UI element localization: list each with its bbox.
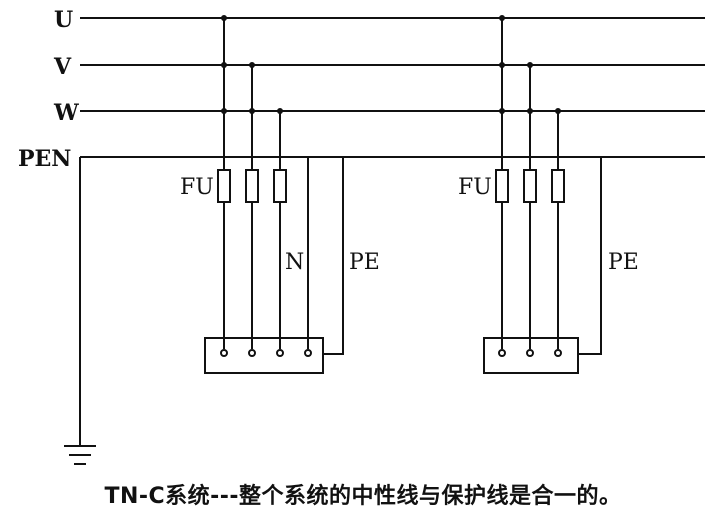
bus-label-v: V — [53, 54, 72, 80]
pe-label-1: PE — [349, 250, 380, 275]
diagram-caption: TN-C系统---整个系统的中性线与保护线是合一的。 — [104, 484, 622, 509]
bus-label-u: U — [54, 7, 73, 33]
fuse-label-2: FU — [458, 175, 492, 200]
neutral-label-1: N — [285, 250, 304, 275]
bus-label-w: W — [53, 100, 79, 126]
load-2-circuit — [483, 18, 602, 374]
fuse-v-1 — [245, 169, 259, 203]
equipment-box-1 — [204, 337, 324, 374]
pe-wire-2 — [578, 157, 602, 355]
pe-wire-1 — [323, 157, 344, 355]
fuse-v-2 — [523, 169, 537, 203]
fuse-label-1: FU — [180, 175, 214, 200]
ground-icon — [64, 445, 96, 465]
bus-label-pen: PEN — [18, 146, 71, 172]
junction-dots — [221, 15, 561, 114]
fuse-w-1 — [273, 169, 287, 203]
equipment-box-2 — [483, 337, 579, 374]
fuse-w-2 — [551, 169, 565, 203]
fuse-u-2 — [495, 169, 509, 203]
fuse-u-1 — [217, 169, 231, 203]
load-1-circuit — [204, 18, 344, 374]
pe-label-2: PE — [608, 250, 639, 275]
